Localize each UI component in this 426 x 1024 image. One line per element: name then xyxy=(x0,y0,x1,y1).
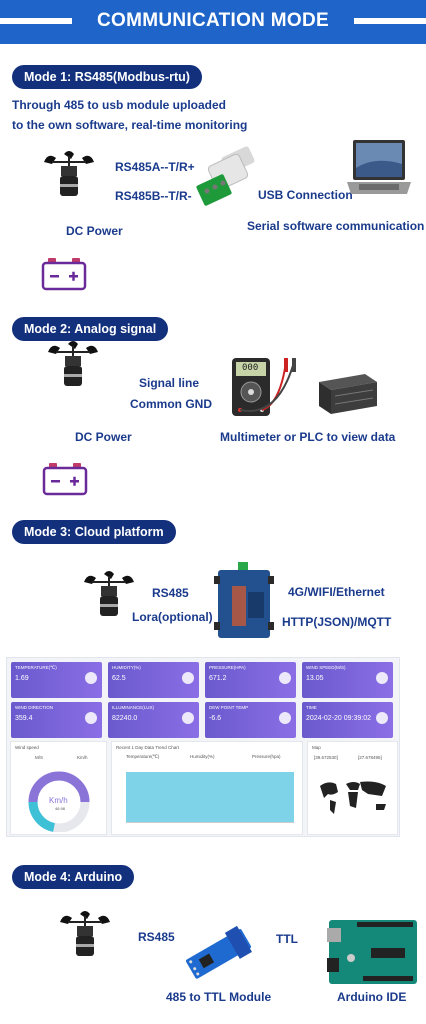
trend-axis xyxy=(126,822,294,823)
trend-chart-panel: Recent 1 Day Data Trend Chart Temperatur… xyxy=(111,741,303,835)
metric-card-icon xyxy=(85,712,97,724)
metric-card-icon xyxy=(182,712,194,724)
wind-unit-kmh: Km/h xyxy=(77,755,88,760)
map-lat: [39.672530] xyxy=(314,755,338,760)
metric-card: DEW POINT TEMP -6.6 xyxy=(205,702,296,738)
metric-card-label: PRESSURE(HPA) xyxy=(209,665,246,670)
mode2-badge: Mode 2: Analog signal xyxy=(12,317,169,341)
mode4-badge: Mode 4: Arduino xyxy=(12,865,135,889)
map-panel: Map [39.672530] [27.678495] xyxy=(307,741,398,835)
trend-col-temp: Temperature(℃) xyxy=(126,754,160,759)
trend-panel-title: Recent 1 Day Data Trend Chart xyxy=(116,745,180,750)
metric-card-label: WIND DIRECTION xyxy=(15,705,53,710)
mode1-desc-line2: to the own software, real-time monitorin… xyxy=(12,118,248,132)
plc-icon xyxy=(319,374,377,414)
common-gnd-label: Common GND xyxy=(130,397,212,411)
rs485a-label: RS485A--T/R+ xyxy=(115,160,195,174)
trend-col-pressure: Pressure(hpa) xyxy=(252,754,281,759)
trend-col-humidity: Humidity(%) xyxy=(190,754,215,759)
world-map xyxy=(320,781,386,814)
mode1-desc-line1: Through 485 to usb module uploaded xyxy=(12,98,227,112)
metric-card-value: -6.6 xyxy=(209,715,222,722)
metric-card: ILLUMINANCE(LUX) 82240.0 xyxy=(108,702,199,738)
mode3-rs485-label: RS485 xyxy=(152,586,189,600)
metric-card-value: 13.05 xyxy=(306,675,324,682)
metric-card: WIND DIRECTION 359.4 xyxy=(11,702,102,738)
gauge-value: 46.98 xyxy=(55,806,66,811)
mode1-badge: Mode 1: RS485(Modbus-rtu) xyxy=(12,65,202,89)
metric-card: TIME 2024-02-20 09:39:02 xyxy=(302,702,393,738)
metric-card-icon xyxy=(85,672,97,684)
page-title: COMMUNICATION MODE xyxy=(97,10,329,31)
mode2-dc-power-label: DC Power xyxy=(75,430,132,444)
mode4-rs485-label: RS485 xyxy=(138,930,175,944)
metric-card: PRESSURE(HPA) 671.2 xyxy=(205,662,296,698)
arduino-board-icon xyxy=(327,920,417,984)
banner-left-stripe xyxy=(0,18,72,24)
map-lon: [27.678495] xyxy=(358,755,382,760)
trend-area-chart xyxy=(126,772,294,822)
signal-line-label: Signal line xyxy=(139,376,200,390)
laptop-icon xyxy=(347,140,411,194)
metric-card-label: TIME xyxy=(306,705,317,710)
cloud-dashboard: TEMPERATURE(℃) 1.69 HUMIDITY(%) 62.5 PRESSUR… xyxy=(6,657,400,837)
protocol-label: HTTP(JSON)/MQTT xyxy=(282,615,392,629)
serial-comm-label: Serial software communication xyxy=(247,219,425,233)
network-label: 4G/WIFI/Ethernet xyxy=(288,585,385,599)
multimeter-display: 000 xyxy=(242,363,259,373)
metric-card-value: 671.2 xyxy=(209,675,227,682)
metric-card-label: TEMPERATURE(℃) xyxy=(15,665,57,670)
rs485b-label: RS485B--T/R- xyxy=(115,189,192,203)
anemometer-icon xyxy=(84,571,134,616)
metric-card: HUMIDITY(%) 62.5 xyxy=(108,662,199,698)
metric-card: WIND SPEED(M/S) 13.05 xyxy=(302,662,393,698)
gateway-device-icon xyxy=(214,562,274,638)
metric-card-value: 359.4 xyxy=(15,715,33,722)
mode1-dc-power-label: DC Power xyxy=(66,224,123,238)
metric-card-label: HUMIDITY(%) xyxy=(112,665,141,670)
wind-panel-title: Wind speed xyxy=(15,745,39,750)
multimeter-icon xyxy=(232,358,296,416)
metric-card-icon xyxy=(376,712,388,724)
usb-connection-label: USB Connection xyxy=(258,188,353,202)
header-banner: COMMUNICATION MODE xyxy=(0,0,426,44)
wind-speed-panel: Wind speed M/S Km/h Km/h 46.98 xyxy=(10,741,107,835)
metric-card-icon xyxy=(182,672,194,684)
metric-card-label: ILLUMINANCE(LUX) xyxy=(112,705,155,710)
metric-card-label: DEW POINT TEMP xyxy=(209,705,249,710)
metric-card-value: 82240.0 xyxy=(112,715,138,722)
lora-label: Lora(optional) xyxy=(132,610,213,624)
metric-card-icon xyxy=(279,672,291,684)
ttl-module-icon xyxy=(186,925,252,979)
metric-card-value: 62.5 xyxy=(112,675,126,682)
metric-card: TEMPERATURE(℃) 1.69 xyxy=(11,662,102,698)
wind-unit-ms: M/S xyxy=(35,755,44,760)
ttl-module-label: 485 to TTL Module xyxy=(166,990,272,1004)
wind-gauge xyxy=(28,771,90,832)
metric-card-label: WIND SPEED(M/S) xyxy=(306,665,346,670)
anemometer-icon xyxy=(44,151,94,196)
banner-right-stripe xyxy=(354,18,426,24)
metric-card-value: 1.69 xyxy=(15,675,29,682)
anemometer-icon xyxy=(48,341,98,386)
battery-icon xyxy=(42,463,88,496)
mode3-badge: Mode 3: Cloud platform xyxy=(12,520,176,544)
map-panel-title: Map xyxy=(312,745,321,750)
multimeter-plc-label: Multimeter or PLC to view data xyxy=(220,430,396,444)
metric-card-icon xyxy=(279,712,291,724)
metric-card-icon xyxy=(376,672,388,684)
gauge-unit: Km/h xyxy=(49,796,68,805)
anemometer-icon xyxy=(60,911,110,956)
battery-icon xyxy=(41,258,87,291)
metric-card-value: 2024-02-20 09:39:02 xyxy=(306,715,371,722)
usb-converter-icon xyxy=(196,146,255,206)
ttl-label: TTL xyxy=(276,932,298,946)
arduino-ide-label: Arduino IDE xyxy=(337,990,407,1004)
